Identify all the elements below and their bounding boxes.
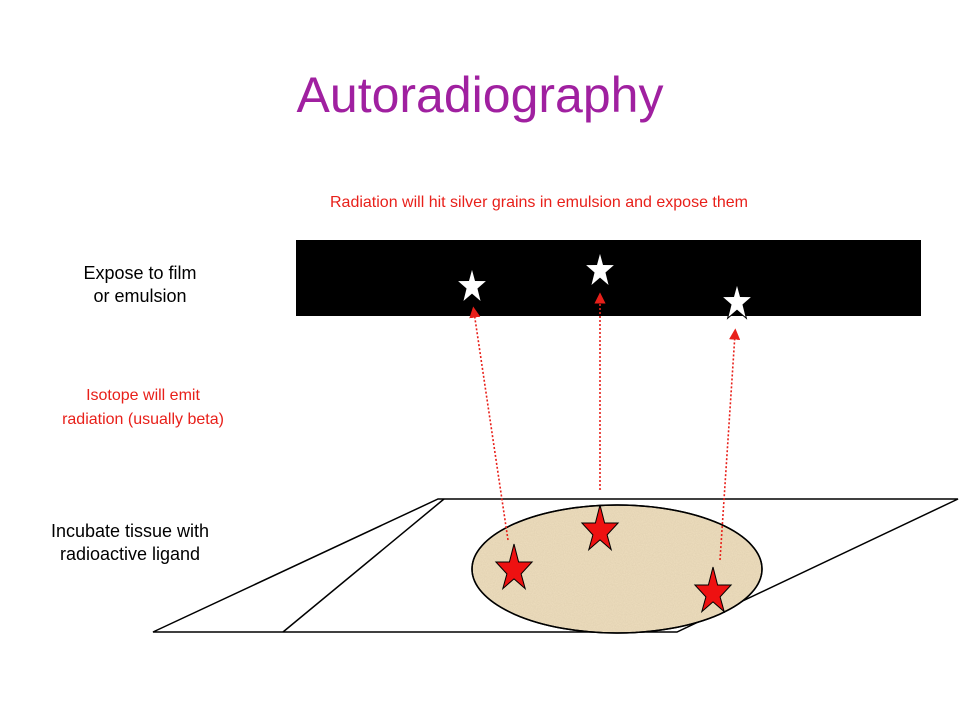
radiation-paths [469, 292, 741, 561]
ligand-star [580, 504, 620, 552]
exposed-grain-star [583, 250, 617, 288]
tissue-caption: Incubate tissue with radioactive ligand [10, 520, 250, 566]
slide-label-divider [282, 498, 445, 633]
tissue-caption-line-1: Incubate tissue with [50, 521, 210, 541]
radiation-path-right [719, 328, 741, 561]
exposed-grain-star [455, 266, 489, 304]
film-strip [296, 240, 921, 316]
exposed-grains [455, 250, 754, 320]
tissue-border [471, 504, 763, 634]
isotope-caption: Isotope will emit radiation (usually bet… [20, 384, 266, 432]
ligand-stars [494, 504, 733, 614]
radiation-caption: Radiation will hit silver grains in emul… [330, 194, 748, 211]
slide-title: Autoradiography [296, 67, 664, 123]
isotope-caption-line-2: radiation (usually beta) [62, 411, 224, 428]
radiation-path-left [469, 306, 509, 541]
tissue-slide [152, 498, 959, 633]
tissue-texture [473, 506, 761, 632]
ligand-star [494, 543, 534, 591]
exposed-grain-star [720, 282, 754, 320]
isotope-caption-line-1: Isotope will emit [86, 387, 200, 404]
tissue-caption-line-2: radioactive ligand [59, 544, 201, 564]
film-caption: Expose to film or emulsion [40, 262, 240, 308]
film-caption-line-1: Expose to film [83, 263, 197, 283]
film-caption-line-2: or emulsion [93, 286, 187, 306]
ligand-star [693, 566, 733, 614]
slide-outline [152, 498, 959, 633]
tissue-section [471, 504, 763, 634]
